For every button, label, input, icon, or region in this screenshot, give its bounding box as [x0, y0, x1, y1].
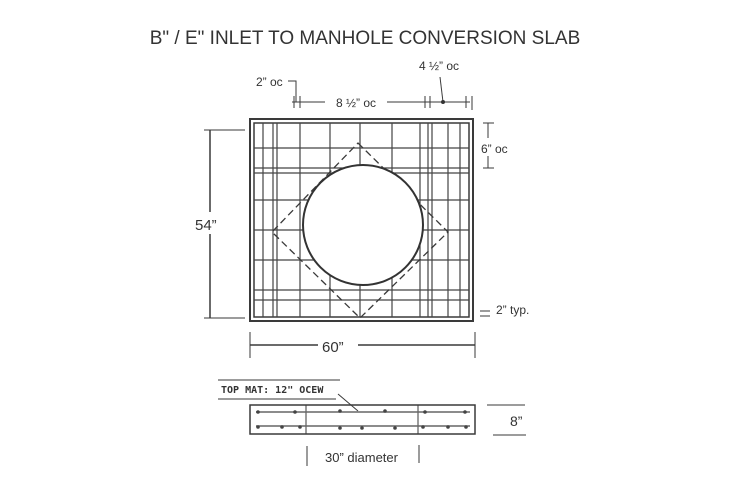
edge-spacing-label: 2” oc	[256, 75, 283, 89]
rebar-dot	[298, 425, 302, 429]
rebar-dot	[256, 410, 260, 414]
rebar-dot	[383, 409, 387, 413]
edge-typical-label: 2” typ.	[496, 303, 529, 317]
rebar-dot	[338, 409, 342, 413]
slab-outline	[249, 118, 474, 322]
dimension-54: 54”	[190, 129, 245, 319]
side-spacing-label: 4 ½” oc	[419, 59, 459, 73]
rebar-dots	[256, 409, 468, 430]
manhole-opening	[302, 164, 424, 286]
rebar-dot	[463, 410, 467, 414]
width-label: 60”	[322, 339, 344, 356]
rebar-dot	[464, 425, 468, 429]
opening-label: 30” diameter	[325, 450, 399, 465]
rebar-dot	[280, 425, 284, 429]
main-spacing-label: 8 ½” oc	[336, 96, 376, 110]
plan-view	[249, 118, 474, 322]
vertical-spacing-dim: 6” oc 2” typ.	[478, 122, 529, 317]
rebar-dot	[393, 426, 397, 430]
rebar-dot	[338, 426, 342, 430]
top-spacing-dims: 2” oc 8 ½” oc 4 ½” oc	[256, 59, 473, 112]
slab-section	[249, 404, 476, 435]
dimension-60: 60”	[249, 332, 476, 358]
height-label: 54”	[195, 217, 217, 234]
rebar-dot	[421, 425, 425, 429]
rebar-dot	[423, 410, 427, 414]
rebar-dot	[293, 410, 297, 414]
rebar-dot	[360, 426, 364, 430]
diamond-trim-bars	[271, 142, 449, 319]
rebar-dot	[446, 425, 450, 429]
drawing-title: B" / E" INLET TO MANHOLE CONVERSION SLAB	[150, 28, 581, 49]
section-view: TOP MAT: 12" OCEW 8” 30” diameter	[218, 379, 526, 466]
rebar-dot	[256, 425, 260, 429]
thickness-label: 8”	[510, 413, 523, 429]
vertical-spacing-label: 6” oc	[481, 142, 508, 156]
top-mat-note: TOP MAT: 12" OCEW	[221, 385, 324, 396]
